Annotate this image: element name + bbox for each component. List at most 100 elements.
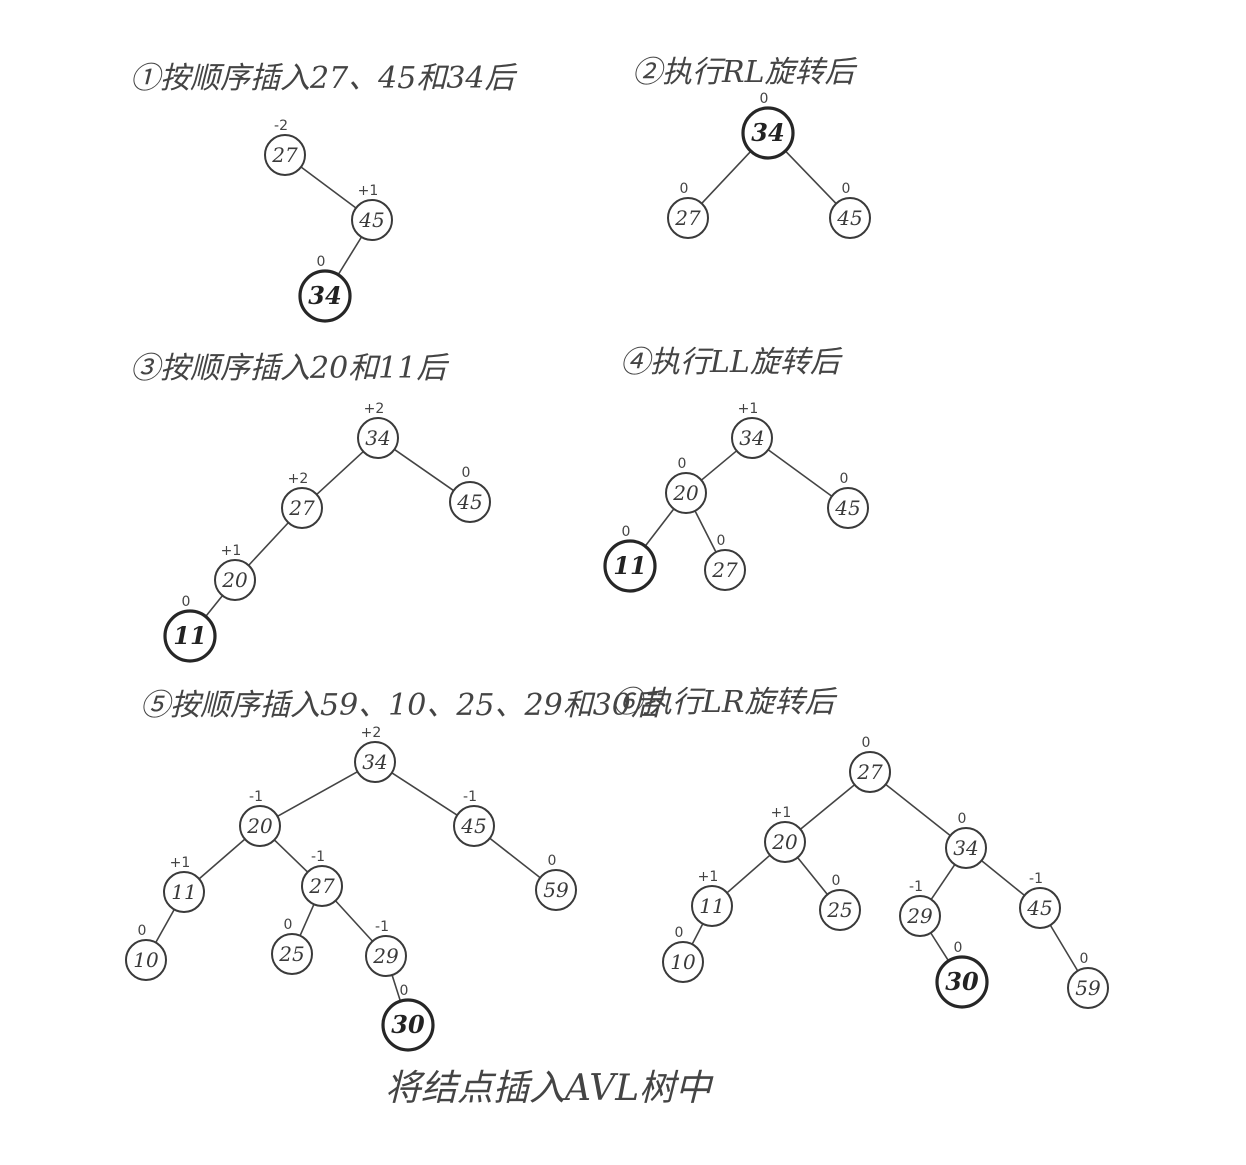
p2-node-27: 270 xyxy=(667,181,709,239)
p5-node-20-circle xyxy=(239,805,281,847)
p6-node-11-circle xyxy=(691,885,733,927)
p5-edge-27-25 xyxy=(299,903,315,937)
p6-node-29-balance-factor: -1 xyxy=(909,879,923,895)
p5-edge-45-59 xyxy=(489,837,541,879)
p6-node-34-label: 34 xyxy=(953,836,978,860)
p5-node-34-balance-factor: +2 xyxy=(361,725,382,741)
p5-node-34-label: 34 xyxy=(362,750,387,774)
p6-node-25: 250 xyxy=(819,873,861,931)
p6-edge-45-59 xyxy=(1049,924,1079,972)
p3-node-27-circle xyxy=(281,487,323,529)
p6-node-20: 20+1 xyxy=(764,805,806,863)
panel-2-title: ②执行RL旋转后 xyxy=(632,55,858,90)
p5-edge-34-45 xyxy=(391,772,458,816)
p5-node-27-label: 27 xyxy=(308,874,335,898)
p5-node-29: 29-1 xyxy=(365,919,407,977)
p3-node-45-balance-factor: 0 xyxy=(462,465,471,481)
p2-node-27-label: 27 xyxy=(674,206,701,230)
p5-node-25-circle xyxy=(271,933,313,975)
p5-edge-20-27 xyxy=(273,839,309,873)
p3-edge-34-45 xyxy=(393,448,455,492)
p6-node-25-balance-factor: 0 xyxy=(832,873,841,889)
p4-node-27-circle xyxy=(704,549,746,591)
p2-node-45-label: 45 xyxy=(836,206,862,230)
p4-node-11-label: 11 xyxy=(613,551,646,580)
p6-node-20-label: 20 xyxy=(771,830,798,854)
p1-node-27-label: 27 xyxy=(271,143,298,167)
p4-edge-34-20 xyxy=(700,450,738,481)
edges-layer xyxy=(155,150,1079,1002)
p6-node-25-circle xyxy=(819,889,861,931)
p6-node-10-circle xyxy=(662,941,704,983)
p2-node-34-label: 34 xyxy=(751,118,784,147)
p4-node-20-label: 20 xyxy=(672,481,699,505)
p5-node-30-balance-factor: 0 xyxy=(400,983,409,999)
p5-edge-27-29 xyxy=(334,900,374,942)
p6-node-30-balance-factor: 0 xyxy=(954,940,963,956)
p1-node-45-circle xyxy=(351,199,393,241)
p1-node-27-balance-factor: -2 xyxy=(274,118,288,134)
p5-node-20-label: 20 xyxy=(246,814,273,838)
p6-node-59-label: 59 xyxy=(1075,976,1101,1000)
p5-node-59-circle xyxy=(535,869,577,911)
p5-edge-29-30 xyxy=(391,974,402,1002)
p6-node-20-circle xyxy=(764,821,806,863)
p1-node-45-label: 45 xyxy=(358,208,384,232)
p5-node-10-balance-factor: 0 xyxy=(138,923,147,939)
p4-node-45: 450 xyxy=(827,471,869,529)
p6-edge-29-30 xyxy=(930,932,950,962)
p5-node-20-balance-factor: -1 xyxy=(249,789,263,805)
p5-edge-11-10 xyxy=(155,909,175,943)
p6-node-59-circle xyxy=(1067,967,1109,1009)
p6-node-34-circle xyxy=(945,827,987,869)
p4-node-11: 110 xyxy=(603,524,657,593)
p3-node-34-circle xyxy=(357,417,399,459)
p4-node-34-circle xyxy=(731,417,773,459)
p3-edge-27-20 xyxy=(248,522,289,566)
p6-node-27-balance-factor: 0 xyxy=(862,735,871,751)
p6-node-27: 270 xyxy=(849,735,891,793)
p5-node-11-balance-factor: +1 xyxy=(170,855,191,871)
p5-node-34-circle xyxy=(354,741,396,783)
p3-node-45: 45 0 xyxy=(449,465,491,523)
p5-node-11: 11+1 xyxy=(163,855,205,913)
p1-edge-27-45 xyxy=(300,166,357,209)
p5-node-20: 20 -1 xyxy=(239,789,281,847)
p5-node-45: 45-1 xyxy=(453,789,495,847)
p1-node-27: 27 -2 xyxy=(264,118,306,176)
p6-node-10: 100 xyxy=(662,925,704,983)
p6-edge-20-11 xyxy=(726,854,771,894)
p3-node-27-balance-factor: +2 xyxy=(288,471,309,487)
p5-node-45-circle xyxy=(453,805,495,847)
p3-node-27-label: 27 xyxy=(288,496,315,520)
p6-node-29-label: 29 xyxy=(906,904,933,928)
p4-node-27: 270 xyxy=(704,533,746,591)
p6-node-30-label: 30 xyxy=(945,967,979,996)
p5-node-25-balance-factor: 0 xyxy=(284,917,293,933)
p2-edge-34-45 xyxy=(784,150,837,205)
panel-5-title: ⑤按顺序插入59、10、25、29和30后 xyxy=(140,688,664,723)
panel-3-title: ③按顺序插入20和11后 xyxy=(130,351,449,386)
p3-node-45-label: 45 xyxy=(456,490,482,514)
p4-node-45-balance-factor: 0 xyxy=(840,471,849,487)
p1-node-34-circle xyxy=(298,269,352,323)
p2-node-45-circle xyxy=(829,197,871,239)
p4-node-34: 34+1 xyxy=(731,401,773,459)
p6-node-34: 340 xyxy=(945,811,987,869)
p6-edge-11-10 xyxy=(691,923,704,945)
p3-node-11: 110 xyxy=(163,594,217,663)
p5-node-59-balance-factor: 0 xyxy=(548,853,557,869)
p5-node-45-balance-factor: -1 xyxy=(463,789,477,805)
p5-node-27-circle xyxy=(301,865,343,907)
p3-node-20: 20+1 xyxy=(214,543,256,601)
p6-node-11: 11+1 xyxy=(691,869,733,927)
p5-node-59-label: 59 xyxy=(543,878,569,902)
p6-node-29: 29 -1 xyxy=(899,879,941,937)
p4-node-45-circle xyxy=(827,487,869,529)
p4-node-20: 200 xyxy=(665,456,707,514)
p3-node-11-balance-factor: 0 xyxy=(182,594,191,610)
p2-node-34: 340 xyxy=(741,91,795,160)
p5-node-27: 27-1 xyxy=(301,849,343,907)
